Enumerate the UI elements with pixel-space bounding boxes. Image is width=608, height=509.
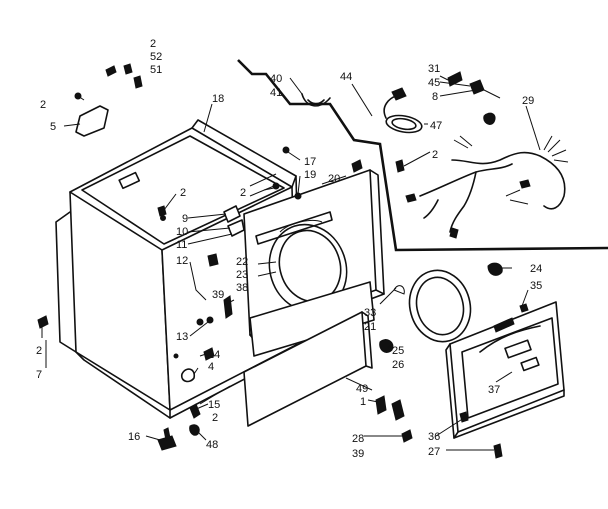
label-22: 22 [236, 256, 248, 268]
label-39-b: 39 [352, 448, 364, 460]
label-41: 41 [270, 87, 282, 99]
label-40: 40 [270, 73, 282, 85]
label-44: 44 [340, 71, 352, 83]
label-16: 16 [128, 431, 140, 443]
part-labels: 2 52 51 2 5 18 40 41 44 31 45 8 29 47 2 … [36, 38, 542, 460]
label-36: 36 [428, 431, 440, 443]
label-26: 26 [392, 359, 404, 371]
label-38: 38 [236, 282, 248, 294]
label-9: 9 [182, 213, 188, 225]
label-37: 37 [488, 384, 500, 396]
label-20: 20 [328, 173, 340, 185]
label-51: 51 [150, 64, 162, 76]
label-2-b: 2 [432, 149, 438, 161]
door-seal-ring [393, 269, 472, 343]
label-18: 18 [212, 93, 224, 105]
label-27: 27 [428, 446, 440, 458]
label-21: 21 [364, 321, 376, 333]
label-23: 23 [236, 269, 248, 281]
loading-door-part-35 [445, 301, 565, 439]
leader-lines [41, 75, 541, 451]
label-7: 7 [36, 369, 42, 381]
label-1: 1 [360, 396, 366, 408]
label-28: 28 [352, 433, 364, 445]
label-39-a: 39 [212, 289, 224, 301]
label-29: 29 [522, 95, 534, 107]
label-47: 47 [430, 120, 442, 132]
label-52: 52 [150, 51, 162, 63]
power-cord-part-44 [383, 87, 496, 134]
label-2-e: 2 [36, 345, 42, 357]
label-4: 4 [208, 361, 214, 373]
wiring-harness-part-29 [237, 59, 608, 252]
label-24: 24 [530, 263, 542, 275]
label-25: 25 [392, 345, 404, 357]
label-13: 13 [176, 331, 188, 343]
label-31: 31 [428, 63, 440, 75]
label-11: 11 [176, 239, 187, 251]
label-35: 35 [530, 280, 542, 292]
label-2-d: 2 [240, 187, 246, 199]
label-15: 15 [208, 399, 220, 411]
label-10: 10 [176, 226, 188, 238]
toe-panel-part-49 [243, 281, 375, 427]
label-48: 48 [206, 439, 218, 451]
label-2-a: 2 [40, 99, 46, 111]
label-12: 12 [176, 255, 188, 267]
label-19: 19 [304, 169, 316, 181]
label-33: 33 [364, 307, 376, 319]
label-8: 8 [432, 91, 438, 103]
label-45: 45 [428, 77, 440, 89]
label-17: 17 [304, 156, 316, 168]
label-14: 14 [208, 349, 220, 361]
label-5: 5 [50, 121, 56, 133]
label-2-top: 2 [150, 38, 156, 50]
label-49: 49 [356, 383, 368, 395]
label-2-f: 2 [212, 412, 218, 424]
label-2-c: 2 [180, 187, 186, 199]
hardware-parts [37, 63, 503, 459]
